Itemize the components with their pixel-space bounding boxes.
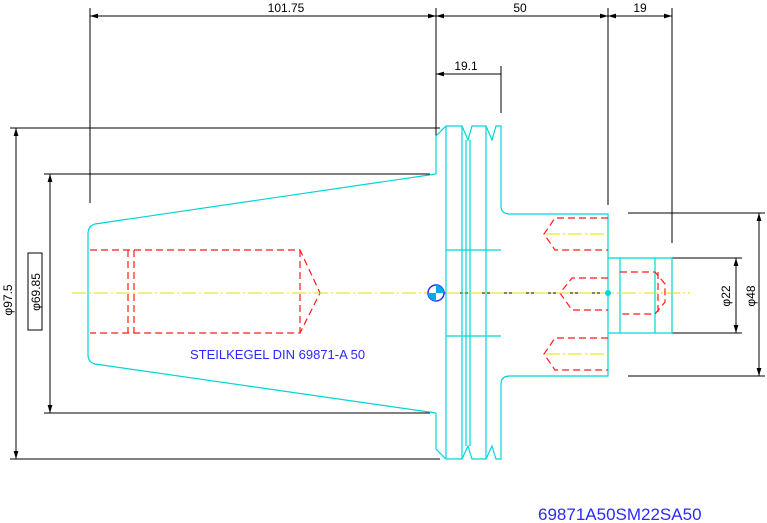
center-lines bbox=[72, 233, 690, 355]
dim-dia-22: φ22 bbox=[719, 285, 733, 306]
dimension-lines bbox=[10, 8, 765, 460]
dim-dia-48: φ48 bbox=[744, 285, 758, 306]
dim-dia-outer: φ97.5 bbox=[1, 284, 15, 315]
dim-flange-width: 19.1 bbox=[454, 59, 478, 73]
origin-marker bbox=[427, 284, 611, 302]
dim-length-shank: 19 bbox=[633, 1, 647, 15]
hidden-lines bbox=[90, 217, 666, 371]
dim-length-flange: 50 bbox=[513, 1, 527, 15]
dim-dia-cone: φ69.85 bbox=[29, 273, 43, 311]
part-number-label: 69871A50SM22SA50 bbox=[538, 505, 702, 523]
dim-length-cone: 101.75 bbox=[268, 1, 305, 15]
cone-name-label: STEILKEGEL DIN 69871-A 50 bbox=[190, 347, 365, 362]
